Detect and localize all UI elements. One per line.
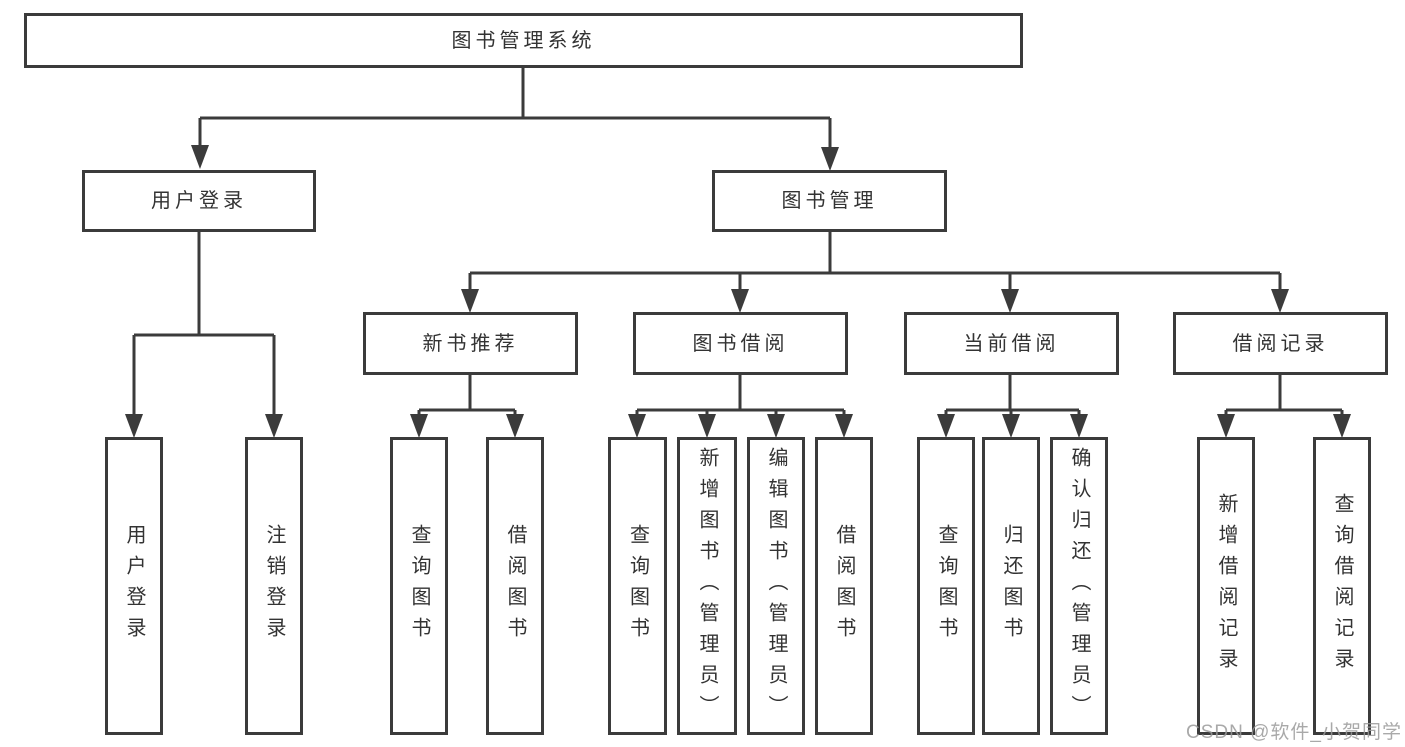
node-book-management: 图书管理 (712, 170, 947, 232)
leaf-query-book-1-label: 查询图书 (408, 524, 430, 648)
leaf-borrow-book-1: 借阅图书 (486, 437, 544, 735)
leaf-add-book-admin: 新增图书（管理员） (677, 437, 737, 735)
leaf-return-book-label: 归还图书 (1000, 524, 1022, 648)
leaf-confirm-return-admin-label: 确认归还（管理员） (1068, 446, 1090, 726)
leaf-confirm-return-admin: 确认归还（管理员） (1050, 437, 1108, 735)
leaf-add-borrow-record: 新增借阅记录 (1197, 437, 1255, 735)
leaf-add-borrow-record-label: 新增借阅记录 (1215, 493, 1237, 679)
leaf-add-book-admin-label: 新增图书（管理员） (696, 446, 718, 726)
node-root-label: 图书管理系统 (451, 29, 596, 52)
leaf-edit-book-admin-label: 编辑图书（管理员） (765, 446, 787, 726)
csdn-watermark: CSDN @软件_小贺同学 (1186, 722, 1402, 743)
leaf-query-book-2: 查询图书 (608, 437, 667, 735)
node-current-borrowing-label: 当前借阅 (963, 332, 1060, 355)
node-book-borrowing-label: 图书借阅 (692, 332, 789, 355)
leaf-query-book-1: 查询图书 (390, 437, 448, 735)
node-borrowing-records-label: 借阅记录 (1232, 332, 1329, 355)
leaf-query-book-3-label: 查询图书 (935, 524, 957, 648)
leaf-logout-label: 注销登录 (263, 524, 285, 648)
leaf-query-book-2-label: 查询图书 (626, 524, 649, 648)
leaf-borrow-book-1-label: 借阅图书 (504, 524, 526, 648)
node-new-book-recommend-label: 新书推荐 (422, 332, 519, 355)
leaf-query-borrow-record: 查询借阅记录 (1313, 437, 1371, 735)
leaf-edit-book-admin: 编辑图书（管理员） (747, 437, 805, 735)
node-borrowing-records: 借阅记录 (1173, 312, 1388, 375)
leaf-query-borrow-record-label: 查询借阅记录 (1331, 493, 1353, 679)
leaf-user-login-label: 用户登录 (123, 524, 145, 648)
node-user-login: 用户登录 (82, 170, 316, 232)
leaf-borrow-book-2: 借阅图书 (815, 437, 873, 735)
leaf-return-book: 归还图书 (982, 437, 1040, 735)
leaf-borrow-book-2-label: 借阅图书 (833, 524, 855, 648)
arrowheads (125, 145, 1351, 438)
node-book-borrowing: 图书借阅 (633, 312, 848, 375)
node-user-login-label: 用户登录 (151, 190, 247, 212)
leaf-user-login: 用户登录 (105, 437, 163, 735)
node-new-book-recommend: 新书推荐 (363, 312, 578, 375)
leaf-logout: 注销登录 (245, 437, 303, 735)
node-book-management-label: 图书管理 (781, 190, 878, 212)
node-root: 图书管理系统 (24, 13, 1023, 68)
node-current-borrowing: 当前借阅 (904, 312, 1119, 375)
leaf-query-book-3: 查询图书 (917, 437, 975, 735)
